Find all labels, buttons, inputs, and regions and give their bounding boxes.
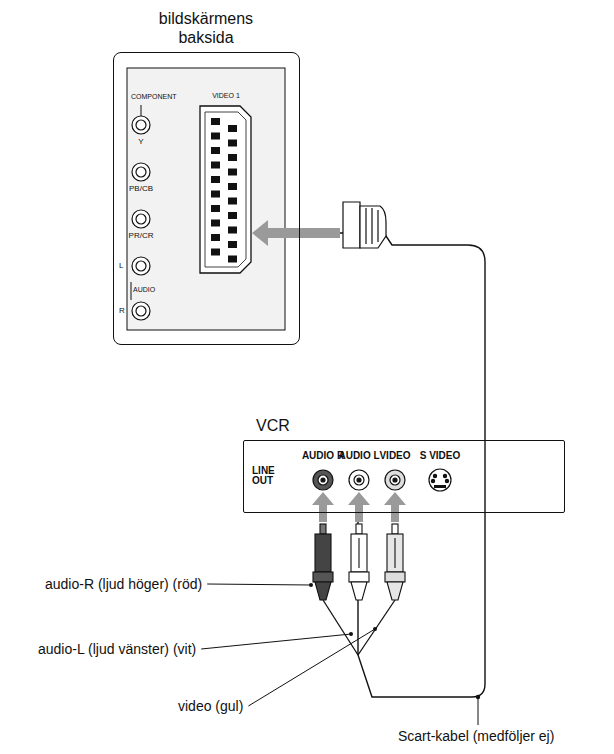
leader-line xyxy=(478,697,479,725)
scart-socket xyxy=(200,106,251,273)
bracket-line xyxy=(141,105,142,116)
leader-line xyxy=(201,634,351,649)
panel-plate xyxy=(127,68,285,330)
scart-pins xyxy=(211,118,237,263)
leader-line xyxy=(248,629,375,706)
callout-label: audio-L (ljud vänster) (vit) xyxy=(38,641,213,658)
leader-line xyxy=(207,584,311,585)
jack-label: AUDIO L xyxy=(338,450,379,462)
rca-plug-yellow xyxy=(385,524,405,600)
port-label: COMPONENT xyxy=(131,93,177,101)
leader-dot xyxy=(373,627,377,631)
callout-label: audio-R (ljud höger) (röd) xyxy=(45,576,205,593)
insert-arrows xyxy=(312,492,406,522)
port-label: Y xyxy=(138,137,143,146)
jack-group-label: LINE OUT xyxy=(252,466,282,486)
port-label: R xyxy=(119,306,125,315)
port-label: PB/CB xyxy=(129,184,153,193)
jack-label: S VIDEO xyxy=(420,450,461,462)
callout-label: video (gul) xyxy=(178,698,243,714)
scart-plug xyxy=(343,202,386,248)
node-heading: VCR xyxy=(256,417,290,435)
port-label: L xyxy=(119,261,123,270)
rca-plug-red xyxy=(313,524,333,600)
cable-label: Scart-kabel (medföljer ej) xyxy=(398,728,554,744)
insert-arrow xyxy=(252,220,340,246)
plug-wire xyxy=(323,600,358,655)
plug-wire xyxy=(358,600,395,655)
vcr-jacks xyxy=(313,469,451,491)
leader-dot xyxy=(349,632,353,636)
jack-label: AUDIO R xyxy=(302,450,344,462)
scart-cable xyxy=(300,233,485,697)
node-heading: bildskärmens baksida xyxy=(141,10,271,47)
leader-dot xyxy=(309,583,313,587)
bracket-line xyxy=(131,282,132,300)
rca-plug-white xyxy=(349,524,369,600)
port-label: PR/CR xyxy=(129,231,154,240)
port-label: VIDEO 1 xyxy=(212,92,240,100)
port-label: AUDIO xyxy=(133,286,155,294)
scart-socket-rim xyxy=(205,112,246,267)
jack-label: VIDEO xyxy=(379,450,410,462)
